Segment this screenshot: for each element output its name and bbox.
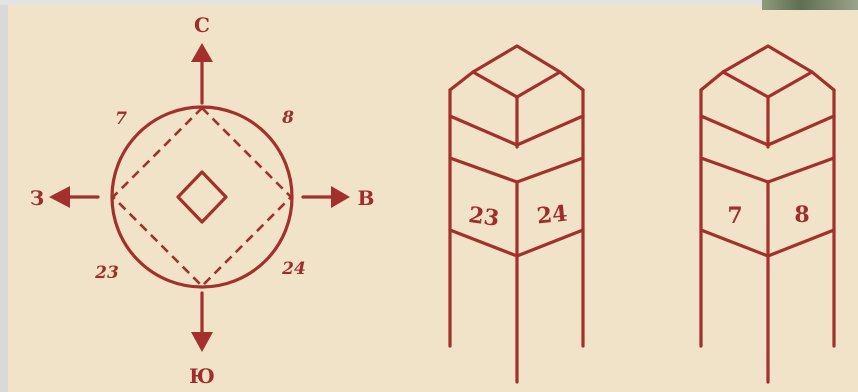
paper-background (8, 5, 858, 392)
north-label: С (194, 13, 210, 37)
compass-plan: С В З Ю 7 8 23 24 (30, 13, 375, 388)
pillar-cap-edge (699, 114, 836, 147)
west-arrow (49, 186, 100, 208)
south-arrow (191, 291, 213, 352)
pillar-cap-top (471, 44, 562, 99)
pillar-band-top (699, 156, 836, 184)
east-arrow (301, 186, 350, 208)
pillar-north-view: 7 8 (699, 44, 836, 384)
dashed-square (111, 106, 293, 288)
pillar-face-left-number: 7 (727, 203, 742, 229)
pillar-band-top (448, 156, 585, 184)
north-arrow (191, 43, 213, 105)
east-arrowhead (331, 186, 350, 208)
top-border (0, 0, 858, 5)
west-label: З (30, 186, 44, 210)
pillar-face-right-number: 24 (536, 200, 569, 229)
east-label: В (358, 186, 375, 210)
west-arrowhead (49, 186, 70, 208)
corner-photo-fragment (762, 0, 858, 10)
pillar-face-left-number: 23 (467, 202, 501, 232)
pillar-cap-top (721, 44, 814, 99)
pillar-south-view: 23 24 (448, 44, 585, 384)
corner-se-number: 24 (281, 259, 306, 279)
pillar-plan-circle (110, 105, 294, 289)
pillar-face-right-number: 8 (794, 202, 809, 228)
south-arrowhead (191, 332, 213, 352)
pillar-cap-edge (448, 114, 585, 147)
corner-ne-number: 8 (281, 108, 294, 128)
north-arrowhead (191, 43, 213, 62)
inner-square (176, 170, 228, 224)
corner-sw-number: 23 (94, 263, 119, 283)
corner-nw-number: 7 (115, 109, 127, 129)
left-border (0, 0, 8, 392)
south-label: Ю (189, 364, 215, 388)
